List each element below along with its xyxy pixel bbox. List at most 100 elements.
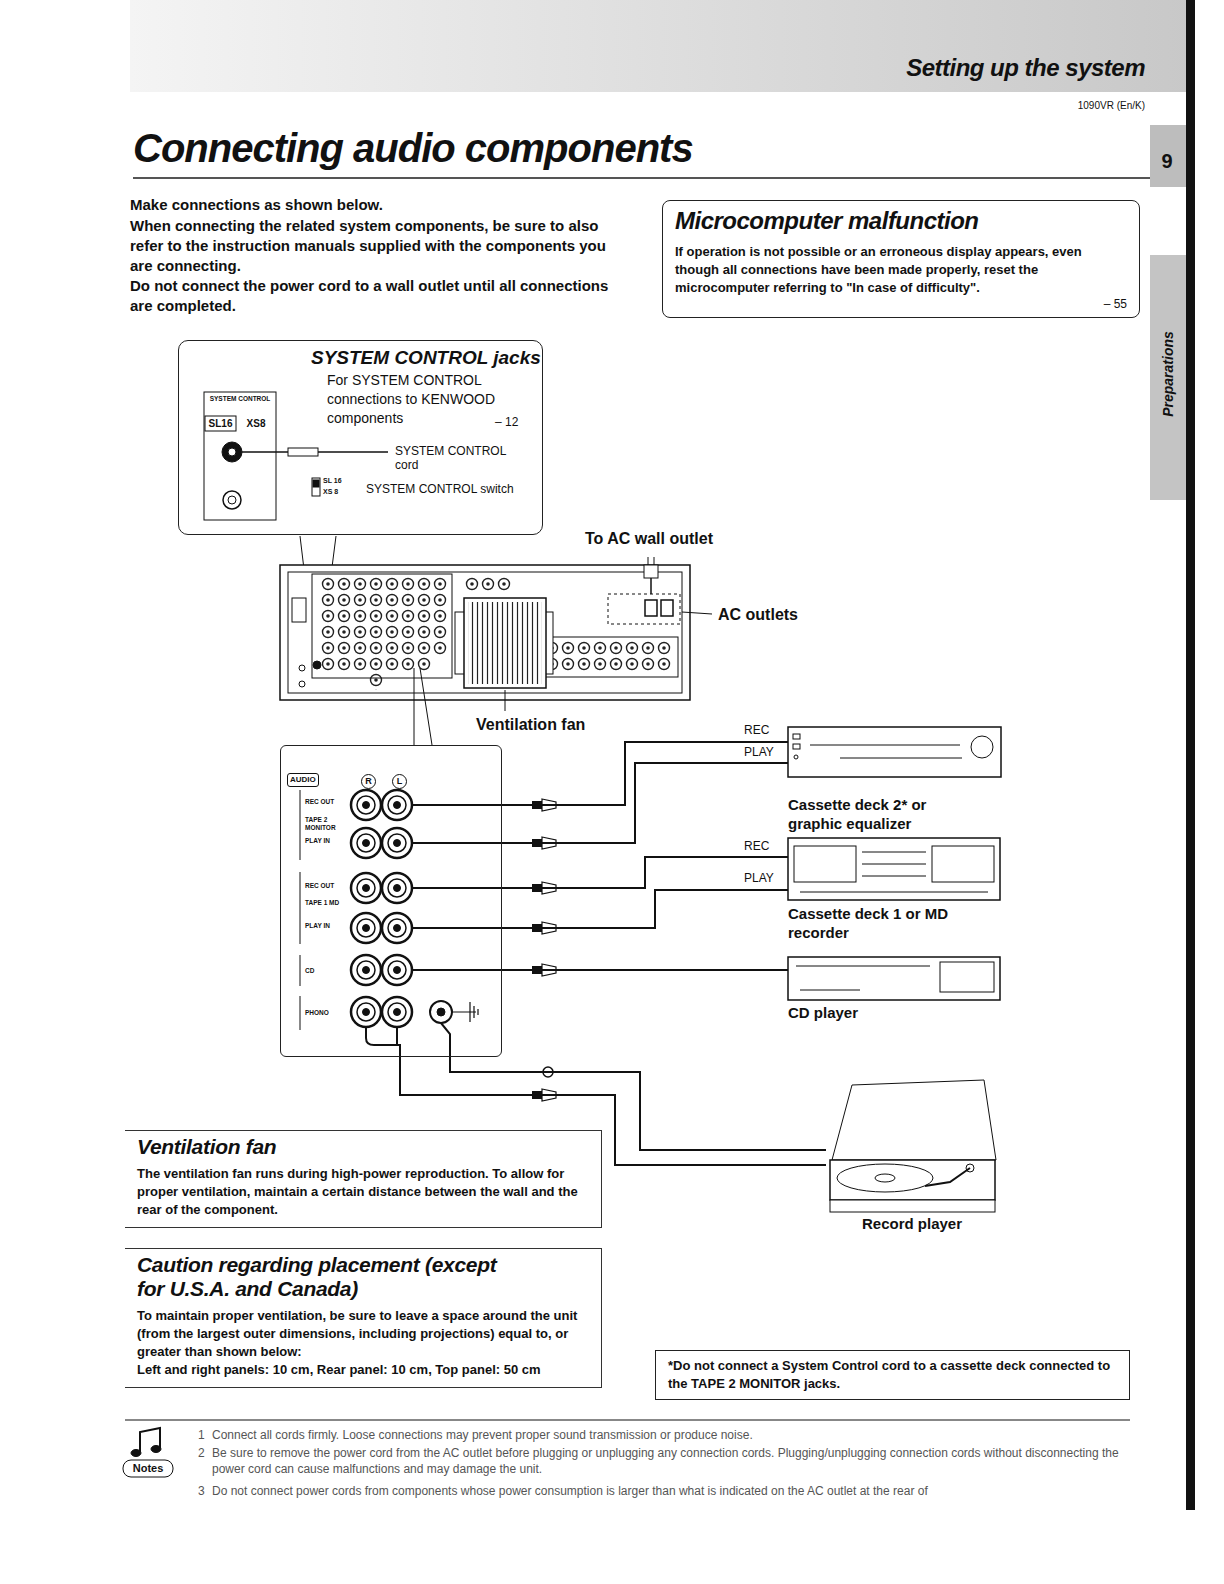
device-label: CD player bbox=[788, 1003, 958, 1022]
jack-panel-detail bbox=[351, 790, 381, 820]
device-drawing bbox=[793, 744, 800, 749]
plug bbox=[532, 799, 556, 1101]
note-text: Do not connect power cords from componen… bbox=[212, 1483, 1142, 1499]
system-control-detail bbox=[242, 451, 288, 453]
receiver-rear-panel bbox=[312, 574, 452, 678]
box-body: The ventilation fan runs during high-pow… bbox=[137, 1165, 591, 1219]
notes-icon bbox=[151, 1446, 161, 1453]
device: CD player bbox=[788, 955, 1003, 1022]
device-drawing bbox=[788, 838, 1000, 900]
device-drawing bbox=[875, 1174, 895, 1182]
notes-icon bbox=[123, 1460, 173, 1477]
receiver-rear-panel bbox=[505, 690, 506, 711]
jack-panel-detail bbox=[382, 955, 412, 985]
device-drawing bbox=[788, 727, 1001, 1212]
connection-cable bbox=[502, 763, 788, 843]
jack-panel-detail bbox=[351, 913, 381, 943]
device-drawing bbox=[932, 846, 994, 882]
box-body: To maintain proper ventilation, be sure … bbox=[137, 1307, 591, 1361]
header-band bbox=[130, 0, 1195, 1510]
receiver-rear-panel bbox=[288, 572, 682, 693]
jack-label: PLAY IN bbox=[305, 837, 341, 845]
notes-heading: Notes bbox=[123, 1460, 173, 1476]
receiver-rear-panel bbox=[299, 681, 305, 687]
receiver-rear-panel bbox=[645, 600, 657, 616]
connection-cable bbox=[400, 1057, 826, 1165]
jack-label: PHONO bbox=[305, 1009, 341, 1017]
device-drawing bbox=[788, 727, 1001, 777]
connection-cable bbox=[502, 742, 788, 805]
header-band bbox=[1150, 125, 1186, 187]
system-control-detail bbox=[205, 416, 236, 431]
device: Cassette deck 1 or MD recorder bbox=[788, 838, 1003, 942]
jack-panel-detail bbox=[351, 873, 381, 903]
receiver-rear-panel bbox=[400, 576, 432, 672]
panel-label: SYSTEM CONTROL bbox=[206, 395, 274, 403]
cable-label: PLAY bbox=[742, 745, 776, 759]
notes-icon bbox=[131, 1450, 141, 1457]
jack-panel-detail bbox=[300, 790, 301, 1030]
intro-text: When connecting the related system compo… bbox=[130, 216, 620, 276]
page-number: 9 bbox=[1152, 150, 1182, 173]
footnote-box: *Do not connect a System Control cord to… bbox=[655, 1350, 1130, 1400]
notes-icon bbox=[140, 1428, 160, 1452]
system-control-detail bbox=[228, 496, 236, 504]
jack-panel-detail bbox=[452, 1002, 478, 1022]
device-label: Cassette deck 2* or graphic equalizer bbox=[788, 795, 958, 833]
chapter-tab: Preparations bbox=[1160, 304, 1176, 444]
device-drawing bbox=[940, 962, 994, 992]
receiver-rear-panel bbox=[320, 576, 400, 672]
jack-panel-detail bbox=[382, 997, 412, 1027]
jack-label: CD bbox=[305, 967, 341, 975]
cable-label: PLAY bbox=[742, 871, 776, 885]
receiver-rear-panel bbox=[432, 576, 448, 656]
jack-panel-callout: AUDIORLREC OUTTAPE 2 MONITORPLAY INREC O… bbox=[280, 745, 502, 1057]
box-body: If operation is not possible or an erron… bbox=[675, 243, 1127, 297]
receiver-rear-panel bbox=[468, 602, 542, 684]
page-ref: – 12 bbox=[495, 415, 518, 429]
system-control-detail bbox=[228, 448, 236, 456]
part-label: To AC wall outlet bbox=[585, 530, 713, 548]
receiver-rear-panel bbox=[608, 594, 680, 624]
device-drawing bbox=[971, 736, 993, 758]
device-drawing bbox=[925, 1168, 970, 1186]
switch-position: SL 16 bbox=[323, 477, 357, 484]
device-drawing bbox=[832, 1080, 996, 1160]
device-drawing bbox=[830, 1200, 995, 1212]
section-header: Setting up the system bbox=[870, 54, 1145, 82]
model-code: 1090VR (En/K) bbox=[1040, 100, 1145, 111]
header-band bbox=[130, 0, 1190, 92]
switch-position: XS8 bbox=[240, 418, 272, 429]
device-drawing bbox=[794, 755, 798, 759]
system-control-detail bbox=[288, 448, 318, 456]
receiver-rear-panel bbox=[414, 668, 432, 745]
note-number: 2 bbox=[198, 1445, 210, 1461]
box-heading: Ventilation fan bbox=[137, 1135, 527, 1159]
switch-position: XS 8 bbox=[323, 488, 357, 495]
box-body: Left and right panels: 10 cm, Rear panel… bbox=[137, 1361, 591, 1379]
jack-panel-detail bbox=[300, 790, 502, 1057]
device-label: Record player bbox=[827, 1214, 997, 1233]
note-number: 1 bbox=[198, 1427, 210, 1443]
receiver-rear-panel bbox=[368, 672, 384, 690]
header-band bbox=[1150, 255, 1186, 500]
system-control-detail bbox=[223, 491, 241, 509]
device-drawing bbox=[788, 957, 1000, 1000]
connection-cable bbox=[502, 890, 788, 928]
jack-panel-detail bbox=[351, 997, 381, 1027]
receiver-rear-panel bbox=[299, 665, 305, 671]
callout-box: SYSTEM CONTROL jacksFor SYSTEM CONTROL c… bbox=[178, 340, 543, 535]
page-title: Connecting audio components bbox=[133, 126, 693, 171]
receiver-rear-panel bbox=[464, 598, 546, 688]
device-label: Cassette deck 1 or MD recorder bbox=[788, 904, 958, 942]
channel-label: R bbox=[361, 774, 376, 789]
box-heading: Microcomputer malfunction bbox=[675, 207, 1127, 235]
receiver-rear-panel bbox=[682, 612, 712, 614]
device-drawing bbox=[800, 852, 988, 892]
note-number: 3 bbox=[198, 1483, 210, 1499]
connection-cable bbox=[450, 1057, 826, 1150]
jack-panel-detail bbox=[366, 805, 502, 970]
receiver-rear-panel bbox=[313, 661, 321, 669]
